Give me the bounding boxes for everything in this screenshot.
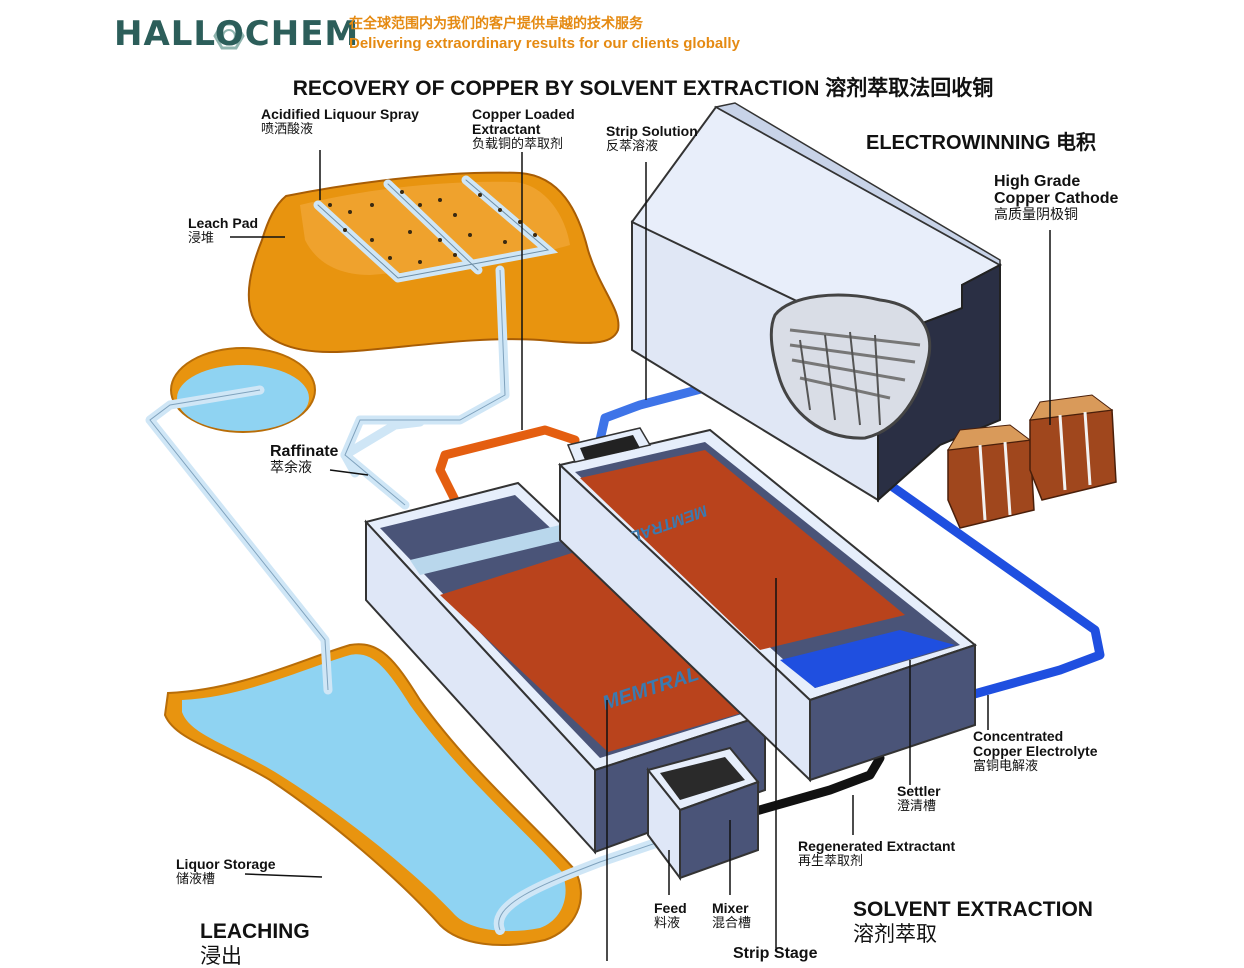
copper-loaded-en-2: Extractant xyxy=(472,121,541,137)
raffinate-en: Raffinate xyxy=(270,443,339,460)
pond-to-storage-pipe xyxy=(145,385,333,695)
solvent-extraction-heading: SOLVENT EXTRACTION 溶剂萃取 xyxy=(853,898,1093,946)
tagline: 在全球范围内为我们的客户提供卓越的技术服务 Delivering extraor… xyxy=(349,14,740,54)
solvent-extraction-heading-en: SOLVENT EXTRACTION xyxy=(853,898,1093,921)
raffinate-zh: 萃余液 xyxy=(270,460,312,476)
strip-stage-label: Strip Stage xyxy=(733,945,818,962)
leach-pad-zh: 浸堆 xyxy=(188,231,215,246)
leaching-heading-zh: 浸出 xyxy=(200,944,242,968)
logo-text: HALLOCHEM xyxy=(114,14,360,54)
electrolyte-en-2: Copper Electrolyte xyxy=(973,743,1098,759)
regenerated-extractant-label: Regenerated Extractant 再生萃取剂 xyxy=(798,838,956,870)
mixer-label: Mixer 混合槽 xyxy=(712,900,752,932)
settler-en: Settler xyxy=(897,783,941,799)
electrolyte-en-1: Concentrated xyxy=(973,728,1064,744)
strip-tank xyxy=(557,427,978,783)
liquor-storage-pond xyxy=(163,643,582,946)
copper-cathode-label: High Grade Copper Cathode 高质量阴极铜 xyxy=(994,173,1118,224)
mixer-zh: 混合槽 xyxy=(712,916,752,931)
strip-solution-en: Strip Solution xyxy=(606,123,698,139)
leach-pad-label: Leach Pad 浸堆 xyxy=(188,215,259,247)
logo-mark xyxy=(213,22,245,50)
electrowinning-heading: ELECTROWINNING 电积 xyxy=(866,132,1096,154)
mixer-box xyxy=(646,746,760,882)
raffinate-label: Raffinate 萃余液 xyxy=(270,443,338,477)
copper-cathode-zh: 高质量阴极铜 xyxy=(994,207,1078,223)
copper-cathode-stacks xyxy=(947,394,1117,529)
electrowinning-building xyxy=(630,102,1003,503)
strip-solution-pipe xyxy=(595,375,740,445)
feed-en: Feed xyxy=(654,900,687,916)
mixer-en: Mixer xyxy=(712,900,749,916)
acidified-spray-zh: 喷洒酸液 xyxy=(261,122,314,137)
leach-pad-en: Leach Pad xyxy=(188,215,259,231)
strip-solution-zh: 反萃溶液 xyxy=(606,139,659,154)
concentrated-electrolyte-label: Concentrated Copper Electrolyte 富铜电解液 xyxy=(973,728,1098,775)
tagline-chinese: 在全球范围内为我们的客户提供卓越的技术服务 xyxy=(349,16,643,32)
copper-loaded-zh: 负载铜的萃取剂 xyxy=(472,137,564,152)
feed-zh: 料液 xyxy=(654,916,681,931)
strip-solution-label: Strip Solution 反萃溶液 xyxy=(606,123,698,155)
leach-pad xyxy=(247,171,620,354)
liquor-storage-label: Liquor Storage 储液槽 xyxy=(176,856,276,888)
leaching-heading-en: LEACHING xyxy=(200,920,310,943)
acidified-spray-label: Acidified Liquour Spray 喷洒酸液 xyxy=(261,106,419,138)
page-title: RECOVERY OF COPPER BY SOLVENT EXTRACTION… xyxy=(292,77,994,100)
loaded-organic-pipe xyxy=(435,425,580,505)
liquor-storage-en: Liquor Storage xyxy=(176,856,276,872)
regenerated-extractant-zh: 再生萃取剂 xyxy=(798,854,864,869)
solvent-extraction-heading-zh: 溶剂萃取 xyxy=(853,922,937,946)
tagline-english: Delivering extraordinary results for our… xyxy=(349,35,740,52)
feed-label: Feed 料液 xyxy=(654,900,687,932)
leader-lines xyxy=(230,150,1051,961)
settler-zh: 澄清槽 xyxy=(897,799,937,814)
acidified-spray-en: Acidified Liquour Spray xyxy=(261,106,419,122)
liquor-storage-zh: 储液槽 xyxy=(176,872,216,887)
copper-cathode-en-1: High Grade xyxy=(994,173,1081,190)
copper-cathode-en-2: Copper Cathode xyxy=(994,190,1119,207)
copper-loaded-en-1: Copper Loaded xyxy=(472,106,575,122)
regenerated-extractant-en: Regenerated Extractant xyxy=(798,838,956,854)
copper-loaded-extractant-label: Copper Loaded Extractant 负载铜的萃取剂 xyxy=(472,106,575,153)
electrolyte-zh: 富铜电解液 xyxy=(973,759,1039,774)
settler-label: Settler 澄清槽 xyxy=(897,783,941,815)
